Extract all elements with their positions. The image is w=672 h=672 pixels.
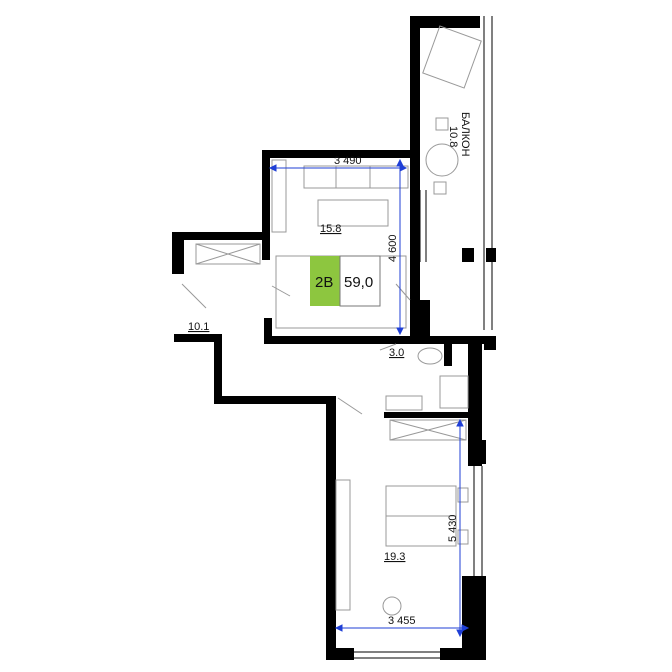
bedroom-width-label: 3 455 xyxy=(388,615,416,627)
room-name-balcony: БАЛКОН xyxy=(459,112,471,157)
room-area-bedroom: 19.3 xyxy=(384,551,405,563)
dimension-lines xyxy=(268,158,470,638)
room-area-hall: 10.1 xyxy=(188,321,209,333)
walls xyxy=(172,16,496,660)
apartment-badge: 2В 59,0 xyxy=(310,255,381,307)
badge-area-label: 59,0 xyxy=(344,274,373,291)
room-area-bathroom: 3.0 xyxy=(389,347,404,359)
room-area-living: 15.8 xyxy=(320,223,341,235)
badge-type-box xyxy=(310,256,340,306)
bedroom-depth-label: 5 430 xyxy=(447,514,459,542)
badge-type-label: 2В xyxy=(315,274,333,291)
living-width-label: 3 490 xyxy=(334,155,362,167)
windows xyxy=(354,16,493,659)
room-area-balcony: 10.8 xyxy=(447,126,459,147)
badge-area-box xyxy=(339,255,381,307)
living-depth-label: 4 600 xyxy=(387,234,399,262)
